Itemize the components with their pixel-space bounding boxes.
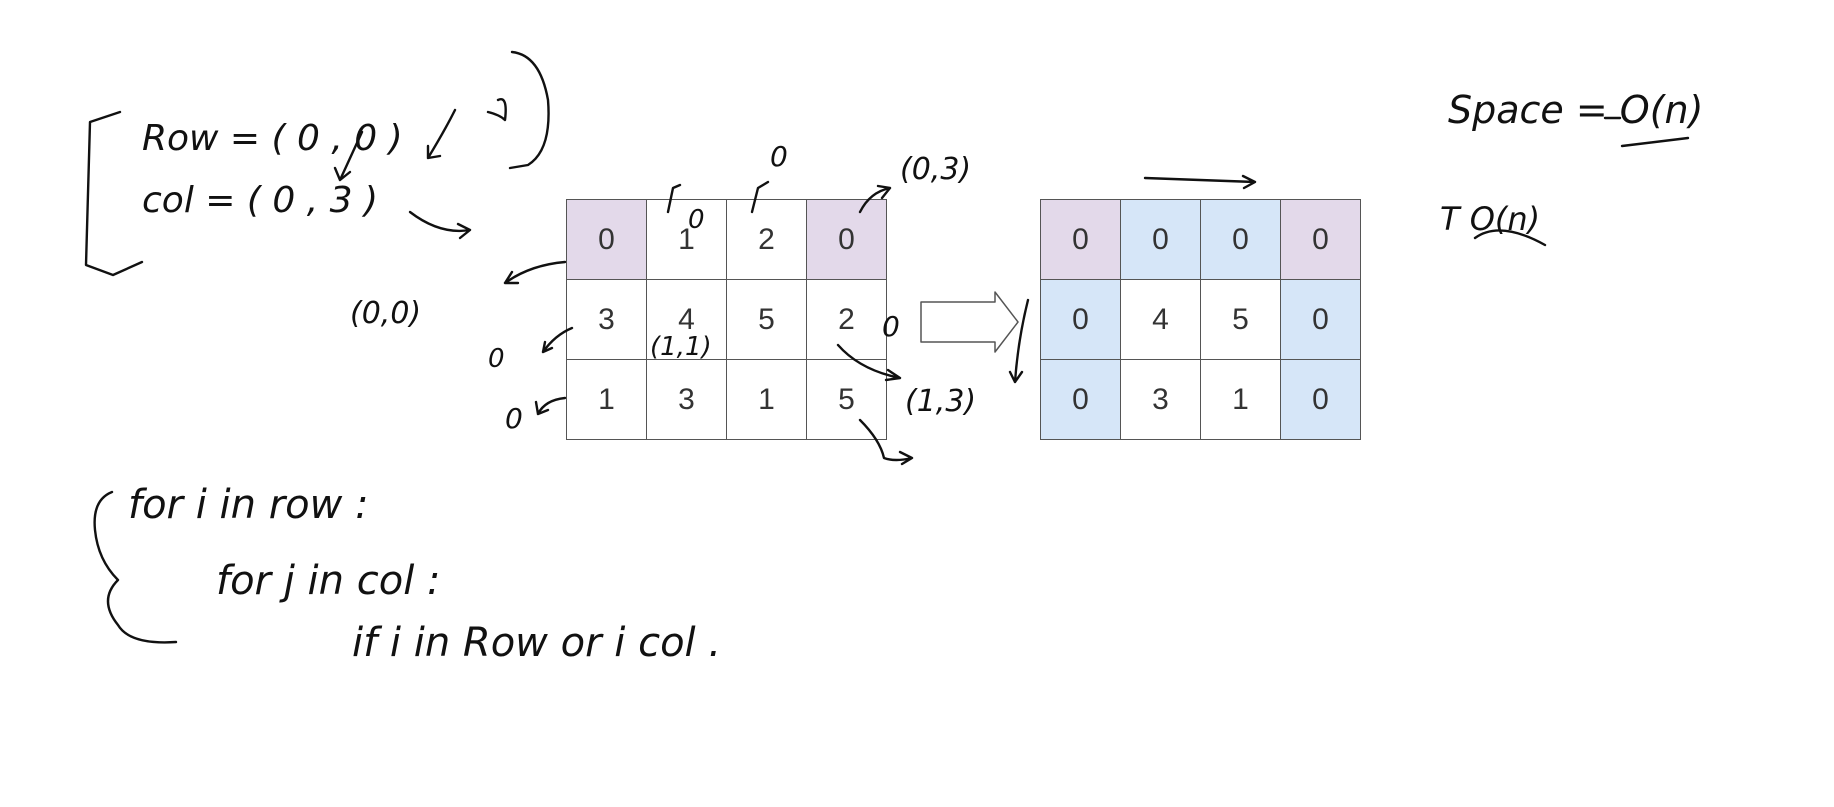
arrow-left-down bbox=[1008, 298, 1030, 384]
arrow-row1 bbox=[541, 326, 574, 354]
coord-03-note: (0,3) bbox=[900, 152, 972, 187]
matrix-cell: 0 bbox=[1280, 359, 1361, 440]
zero-note-e: 0 bbox=[882, 310, 900, 343]
matrix-cell: 1 bbox=[566, 359, 647, 440]
transform-arrow bbox=[920, 291, 1019, 353]
zero-note-d: 0 bbox=[688, 205, 705, 235]
matrix-cell: 0 bbox=[566, 199, 647, 280]
matrix-cell: 4 bbox=[646, 279, 727, 360]
arrow-row2 bbox=[534, 396, 567, 416]
time-complexity-note: T O(n) bbox=[1440, 200, 1541, 238]
arrow-col-out bbox=[408, 210, 472, 240]
space-complexity-note: Space = O(n) bbox=[1448, 88, 1704, 132]
matrix-cell: 5 bbox=[806, 359, 887, 440]
bracket-close-extra bbox=[486, 98, 507, 122]
matrix-cell: 0 bbox=[1120, 199, 1201, 280]
matrix-cell: 2 bbox=[806, 279, 887, 360]
arrow-row-to-col-1 bbox=[333, 130, 364, 182]
left-bracket bbox=[84, 110, 144, 277]
code-line-2: for j in col : bbox=[216, 558, 441, 604]
matrix-cell: 5 bbox=[726, 279, 807, 360]
time-strike bbox=[1473, 229, 1547, 247]
matrix-cell: 0 bbox=[1040, 279, 1121, 360]
matrix-cell: 3 bbox=[646, 359, 727, 440]
space-underline bbox=[1620, 136, 1690, 148]
coord-11-note: (1,1) bbox=[650, 332, 712, 362]
coord-00-note: (0,0) bbox=[350, 296, 422, 331]
arrow-bottom-right bbox=[858, 418, 914, 466]
code-line-3: if i in Row or i col . bbox=[352, 620, 722, 666]
zero-note-a: 0 bbox=[488, 344, 505, 374]
code-brace bbox=[93, 490, 178, 644]
arrow-to-00 bbox=[503, 260, 567, 285]
code-line-1: for i in row : bbox=[128, 482, 369, 528]
row-set-note: Row = ( 0 , 0 ) bbox=[142, 118, 403, 159]
matrix-cell: 3 bbox=[1120, 359, 1201, 440]
arrow-top bbox=[1143, 174, 1257, 190]
matrix-cell: 0 bbox=[1040, 199, 1121, 280]
matrix-cell: 5 bbox=[1200, 279, 1281, 360]
matrix-cell: 0 bbox=[1280, 279, 1361, 360]
zero-note-c: 0 bbox=[770, 140, 788, 173]
arrow-to-13 bbox=[836, 343, 902, 382]
matrix-cell: 0 bbox=[806, 199, 887, 280]
arrow-to-03 bbox=[858, 184, 892, 214]
zero-note-b: 0 bbox=[505, 402, 523, 435]
arrow-col2-up bbox=[750, 180, 770, 214]
arrow-row-to-col-2 bbox=[426, 108, 457, 160]
matrix-cell: 3 bbox=[566, 279, 647, 360]
matrix-cell: 0 bbox=[1280, 199, 1361, 280]
arrow-col1-up bbox=[666, 183, 682, 214]
matrix-cell: 1 bbox=[726, 359, 807, 440]
coord-13-note: (1,3) bbox=[905, 384, 977, 419]
col-set-note: col = ( 0 , 3 ) bbox=[142, 180, 378, 221]
matrix-cell: 1 bbox=[1200, 359, 1281, 440]
right-bracket bbox=[508, 50, 550, 170]
matrix-cell: 0 bbox=[1040, 359, 1121, 440]
matrix-cell: 4 bbox=[1120, 279, 1201, 360]
matrix-cell: 0 bbox=[1200, 199, 1281, 280]
